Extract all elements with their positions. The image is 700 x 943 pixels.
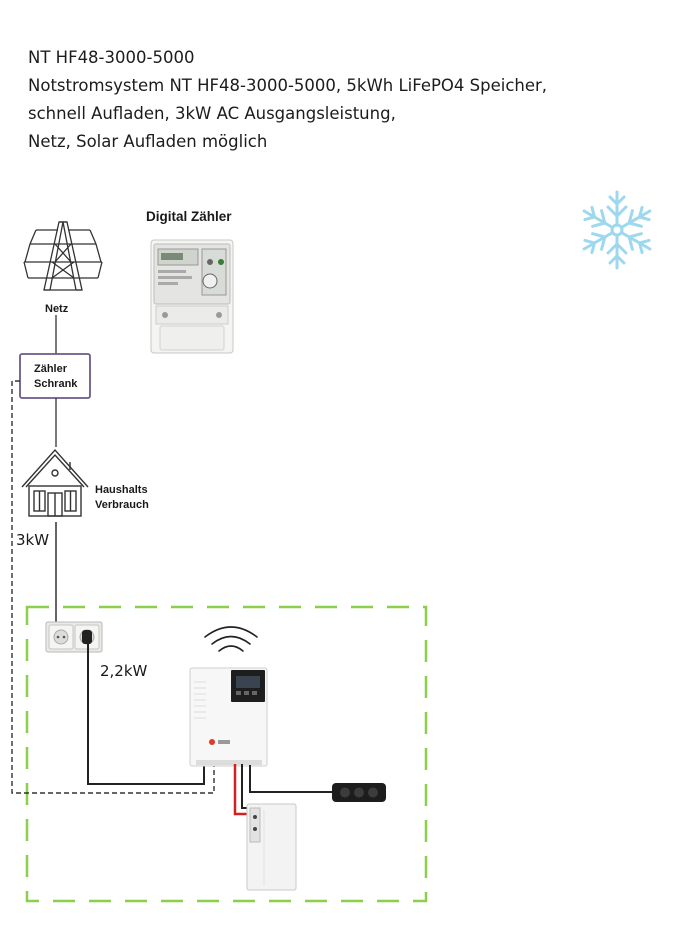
house-icon [21,448,89,517]
house-power-label: 3kW [16,531,50,549]
digital-meter-icon [150,239,234,354]
house-label-line-2: Verbrauch [95,499,149,511]
product-description-line-3: Netz, Solar Aufladen möglich [28,132,268,151]
snowflake-icon [578,190,656,270]
product-description-line-2: schnell Aufladen, 3kW AC Ausgangsleistun… [28,104,396,123]
product-header: NT HF48-3000-5000 Notstromsystem NT HF48… [28,44,668,156]
socket-to-inverter-cable [87,644,205,785]
backup-system-boundary [25,605,428,903]
house-label-line-1: Haushalts [95,484,148,496]
bypass-dashed-line [11,380,215,794]
grid-label: Netz [45,303,69,315]
cabinet-label-line-1: Zähler [34,363,68,375]
inverter-icon [189,667,268,767]
product-description-line-1: Notstromsystem NT HF48-3000-5000, 5kWh L… [28,76,548,95]
inverter-to-power-strip-cable [249,765,336,793]
meter-cabinet-box [19,353,91,399]
power-strip-icon [332,783,386,802]
digital-meter-label: Digital Zähler [146,209,232,224]
wall-socket-icon [45,621,103,653]
socket-power-label: 2,2kW [100,662,148,680]
power-pylon-icon [23,221,103,291]
cabinet-label-line-2: Schrank [34,378,78,390]
wifi-icon [204,626,258,652]
product-model: NT HF48-3000-5000 [28,48,195,67]
battery-icon [246,803,297,891]
